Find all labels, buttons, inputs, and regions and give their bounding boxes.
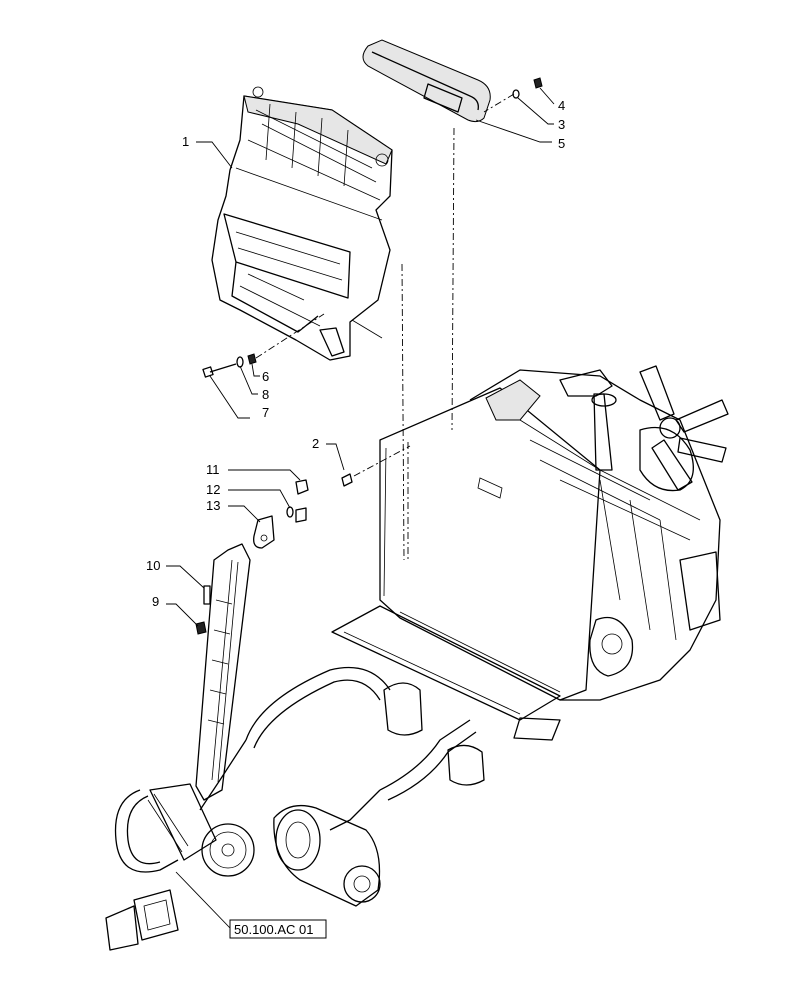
screw-part-2[interactable] — [341, 473, 353, 487]
reference-link[interactable]: 50.100.AC 01 — [229, 919, 327, 939]
callout-3-label: 3 — [558, 117, 565, 132]
washer-part-12[interactable] — [286, 506, 307, 523]
engine-assembly[interactable] — [331, 365, 729, 786]
callout-9-label: 9 — [152, 594, 159, 609]
callout-8-label: 8 — [262, 387, 269, 402]
callout-1-label: 1 — [182, 134, 189, 149]
reference-label: 50.100.AC 01 — [234, 922, 314, 937]
callout-7-label: 7 — [262, 405, 269, 420]
callout-5-label: 5 — [558, 136, 565, 151]
right-drive-motor[interactable] — [273, 804, 381, 907]
callout-4-label: 4 — [558, 98, 565, 113]
nut-part-11[interactable] — [295, 479, 309, 495]
heater-box-part[interactable] — [211, 86, 393, 361]
bracket-part-13[interactable] — [253, 515, 275, 549]
screw-washer-34[interactable] — [512, 77, 543, 99]
bolt-part-10[interactable] — [203, 585, 211, 605]
engine-fan — [639, 365, 729, 491]
left-drive-motor[interactable] — [105, 783, 255, 951]
callout-2-label: 2 — [312, 436, 319, 451]
callout-6-label: 6 — [262, 369, 269, 384]
drive-arm[interactable] — [195, 543, 251, 801]
hydraulic-hoses[interactable] — [114, 666, 477, 873]
callout-10-label: 10 — [146, 558, 160, 573]
callout-11-label: 11 — [206, 462, 220, 477]
top-cover-part[interactable] — [362, 39, 491, 123]
callout-13-label: 13 — [206, 498, 220, 513]
callout-12-label: 12 — [206, 482, 220, 497]
bolt-assembly-678[interactable] — [202, 313, 325, 378]
nut-part-9[interactable] — [195, 621, 207, 635]
